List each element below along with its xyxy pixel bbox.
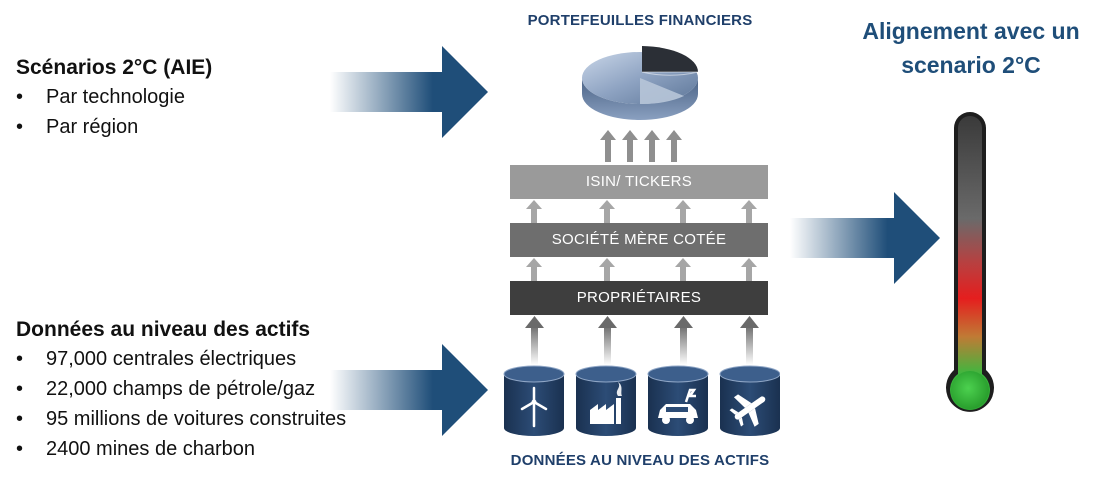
- scenario-block: Scénarios 2°C (AIE) Par technologie Par …: [16, 56, 212, 142]
- scenario-bullet: Par région: [16, 112, 212, 142]
- asset-data-bullet: 2400 mines de charbon: [16, 434, 346, 464]
- alignment-arrow: [790, 192, 940, 284]
- asset-data-bullet: 22,000 champs de pétrole/gaz: [16, 374, 346, 404]
- asset-data-arrow: [330, 344, 488, 436]
- asset-data-bullet: 97,000 centrales électriques: [16, 344, 346, 374]
- scenario-arrow: [330, 46, 488, 138]
- alignment-title-line1: Alignement avec un: [862, 18, 1080, 44]
- wind-turbine-icon: [503, 365, 565, 436]
- car-icon: [647, 365, 709, 436]
- alignment-title: Alignement avec un scenario 2°C: [840, 14, 1102, 82]
- scenario-bullet: Par technologie: [16, 82, 212, 112]
- portfolio-label: PORTEFEUILLES FINANCIERS: [527, 12, 753, 29]
- listed-parent-layer: SOCIÉTÉ MÈRE COTÉE: [510, 223, 768, 257]
- up-arrows-row-3: [525, 316, 759, 365]
- asset-data-block: Données au niveau des actifs 97,000 cent…: [16, 318, 346, 464]
- oil-rig-icon: [575, 365, 637, 436]
- portfolio-pie-icon: [582, 46, 699, 120]
- up-arrows-row-1: [526, 200, 757, 223]
- asset-data-title: Données au niveau des actifs: [16, 318, 311, 341]
- isin-tickers-layer: ISIN/ TICKERS: [510, 165, 768, 199]
- up-arrows-row-top: [600, 130, 682, 162]
- alignment-title-line2: scenario 2°C: [901, 52, 1041, 78]
- up-arrows-row-2: [526, 258, 757, 281]
- scenario-title: Scénarios 2°C (AIE): [16, 56, 213, 79]
- asset-data-bullet: 95 millions de voitures construites: [16, 404, 346, 434]
- asset-cylinders: [503, 365, 780, 436]
- owners-layer: PROPRIÉTAIRES: [510, 281, 768, 315]
- thermometer-icon: [946, 112, 994, 412]
- airplane-icon: [719, 365, 780, 436]
- asset-data-label: DONNÉES AU NIVEAU DES ACTIFS: [510, 452, 770, 469]
